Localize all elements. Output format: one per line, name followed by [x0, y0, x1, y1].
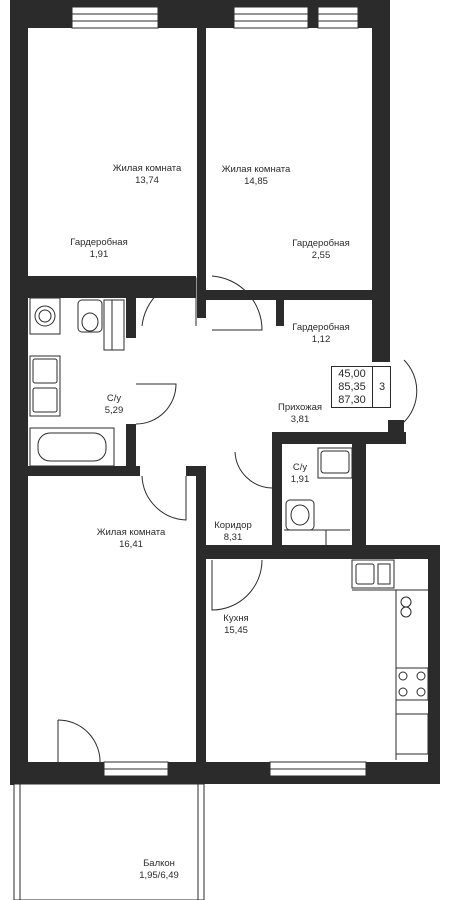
living-area-value: 45,00 — [338, 368, 366, 380]
area-summary-box: 45,00 85,35 87,30 3 — [331, 366, 391, 408]
total-area-value: 85,35 — [338, 381, 366, 393]
total-area-balcony-value: 87,30 — [338, 394, 366, 406]
windows — [71, 6, 367, 777]
doors — [57, 275, 418, 765]
room-count-value: 3 — [378, 381, 386, 393]
balcony — [13, 783, 205, 900]
kitchen-fixtures — [351, 559, 429, 760]
bathroom-fixtures — [29, 297, 125, 467]
bathroom2-fixtures — [284, 447, 353, 545]
summary-divider — [372, 367, 373, 407]
interior-walls — [28, 28, 406, 764]
